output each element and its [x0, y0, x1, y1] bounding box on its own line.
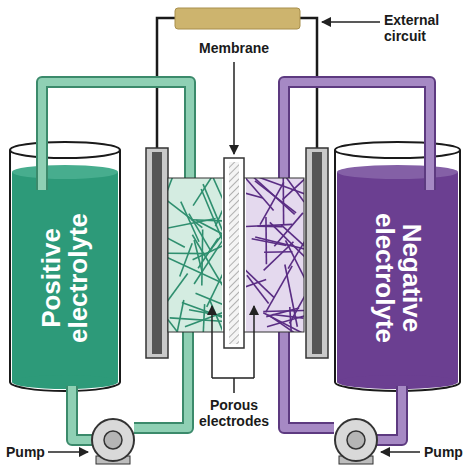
fiber	[170, 318, 222, 322]
circuit-label: External circuit	[384, 12, 464, 44]
liquid-bottom	[12, 375, 118, 389]
fiber	[168, 255, 222, 283]
current-collector	[306, 148, 328, 358]
resistor-load	[175, 8, 300, 29]
fiber	[273, 315, 304, 319]
leader-arrow	[381, 451, 420, 453]
negative-electrolyte-liquid	[337, 172, 458, 382]
membrane	[224, 158, 244, 348]
fiber	[266, 266, 293, 312]
cell-stack	[141, 148, 331, 358]
tank-label: Negative electrolyte	[370, 184, 425, 372]
negative-electrolyte-tank: Negative electrolyte	[337, 176, 458, 380]
leader-lines	[48, 22, 420, 452]
negative-pipes	[284, 82, 430, 440]
pipe-outline	[377, 386, 402, 440]
pump-housing	[335, 419, 377, 461]
membrane-hatch	[229, 162, 239, 344]
fiber	[283, 178, 304, 200]
membrane-label: Membrane	[190, 40, 278, 56]
fiber	[260, 182, 284, 224]
fiber	[263, 313, 304, 332]
pump-label: Pump	[6, 444, 46, 460]
tank-body	[10, 150, 120, 384]
fiber	[246, 178, 295, 214]
pump-label: Pump	[424, 444, 468, 460]
fiber	[203, 304, 205, 332]
pipe	[72, 386, 92, 440]
fiber	[246, 224, 292, 227]
fiber	[168, 273, 188, 319]
pump-housing	[92, 419, 134, 461]
fiber	[168, 252, 207, 254]
tank-body	[335, 150, 460, 384]
fiber	[192, 235, 222, 286]
pump-rotor	[104, 431, 122, 449]
leader-bracket	[212, 378, 254, 393]
fiber	[196, 220, 222, 238]
fiber	[168, 197, 202, 228]
positive-electrolyte-tank: Positive electrolyte	[12, 176, 118, 380]
fiber	[252, 239, 287, 246]
fiber	[275, 178, 304, 202]
pump-symbol	[92, 419, 134, 464]
pump-symbol	[335, 419, 377, 464]
fiber	[288, 218, 304, 269]
negative-tank	[335, 142, 460, 391]
fiber	[264, 251, 292, 253]
fiber	[246, 178, 304, 194]
electrode-label: Porous electrodes	[190, 397, 278, 429]
fiber	[185, 304, 222, 327]
leader-arrow	[211, 306, 213, 378]
tank-outline	[335, 150, 460, 391]
positive-tank	[10, 142, 120, 391]
fiber	[201, 189, 222, 241]
positive-electrolyte-liquid	[12, 172, 118, 382]
electrode-fibers	[168, 178, 222, 332]
leader-arrow	[322, 21, 380, 23]
fiber	[168, 234, 185, 247]
fiber	[257, 225, 282, 227]
tank-rim	[335, 142, 460, 158]
liquid-surface	[337, 165, 458, 179]
fiber	[289, 279, 304, 323]
pump-rotor	[347, 431, 365, 449]
fiber	[173, 300, 184, 332]
current-collector-core	[152, 152, 162, 354]
tank-outline	[10, 150, 120, 391]
fiber	[246, 266, 274, 298]
fiber	[203, 184, 222, 244]
current-collector-core	[312, 152, 322, 354]
liquid-surface	[12, 165, 118, 179]
fiber	[168, 178, 178, 195]
fiber	[181, 202, 199, 242]
leader-arrow	[48, 451, 88, 453]
leader-arrow	[233, 62, 235, 154]
fiber	[265, 217, 267, 264]
fiber	[285, 265, 298, 327]
tank-rim	[10, 142, 120, 158]
fiber	[274, 213, 303, 246]
fiber	[180, 243, 192, 276]
pipe-outline	[72, 386, 92, 440]
pipe	[377, 386, 402, 440]
fiber	[263, 310, 304, 312]
current-collector	[146, 148, 168, 358]
tank-label: Positive electrolyte	[38, 184, 93, 372]
leader-arrow	[253, 306, 255, 378]
